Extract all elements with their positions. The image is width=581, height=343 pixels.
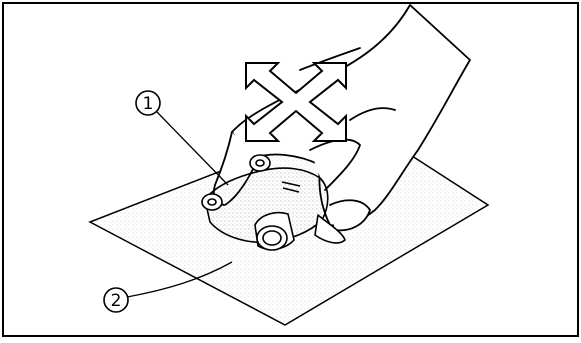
callout-2-number: 2: [111, 291, 122, 311]
callout-2-marker: 2: [104, 288, 128, 312]
callout-1-marker: 1: [136, 91, 160, 115]
callout-1-number: 1: [143, 94, 154, 114]
